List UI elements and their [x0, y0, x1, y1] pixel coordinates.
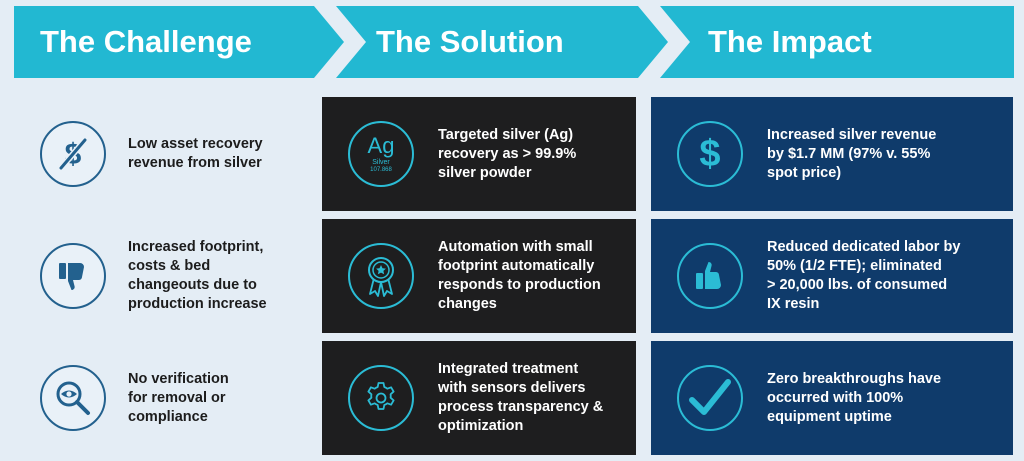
solution-header-label: The Solution [376, 24, 564, 59]
gear-icon [348, 365, 414, 431]
challenge-header: The Challenge [14, 6, 344, 78]
impact-header-label: The Impact [708, 24, 872, 59]
impact-text: Reduced dedicated labor by 50% (1/2 FTE)… [767, 239, 961, 312]
thumbs-down-icon [40, 243, 106, 309]
checkmark-icon [677, 365, 743, 431]
silver-element-icon: Ag Silver 107.868 [348, 121, 414, 187]
solution-box-automation: Automation with small footprint automati… [322, 219, 636, 333]
magnifier-eye-icon [40, 365, 106, 431]
challenge-text: Low asset recovery revenue from silver [128, 136, 263, 171]
challenge-header-label: The Challenge [40, 24, 252, 59]
solution-box-integrated: Integrated treatment with sensors delive… [322, 341, 636, 455]
award-ribbon-icon [348, 243, 414, 309]
challenge-item-revenue: $ Low asset recovery revenue from silver [40, 104, 310, 204]
impact-box-revenue: $ Increased silver revenue by $1.7 MM (9… [651, 97, 1013, 211]
impact-box-uptime: Zero breakthroughs have occurred with 10… [651, 341, 1013, 455]
challenge-text: Increased footprint, costs & bed changeo… [128, 239, 267, 312]
header-row: The Challenge The Solution The Impact [14, 6, 1014, 78]
solution-box-silver: Ag Silver 107.868 Targeted silver (Ag) r… [322, 97, 636, 211]
challenge-item-verification: No verification for removal or complianc… [40, 348, 310, 448]
impact-text: Zero breakthroughs have occurred with 10… [767, 370, 942, 425]
solution-header: The Solution [336, 6, 668, 78]
element-name: Silver [372, 159, 390, 166]
impact-header: The Impact [660, 6, 1014, 78]
impact-box-labor: Reduced dedicated labor by 50% (1/2 FTE)… [651, 219, 1013, 333]
thumbs-up-icon [677, 243, 743, 309]
element-symbol: Ag [367, 133, 395, 158]
challenge-item-footprint: Increased footprint, costs & bed changeo… [40, 226, 310, 326]
no-dollar-icon: $ [40, 121, 106, 187]
impact-text: Increased silver revenue by $1.7 MM (97%… [767, 126, 937, 181]
dollar-symbol: $ [699, 132, 721, 175]
solution-text: Targeted silver (Ag) recovery as > 99.9%… [438, 126, 577, 181]
dollar-icon: $ [677, 121, 743, 187]
solution-text: Automation with small footprint automati… [438, 239, 601, 312]
challenge-text: No verification for removal or complianc… [128, 370, 229, 425]
solution-text: Integrated treatment with sensors delive… [438, 361, 604, 434]
element-mass: 107.868 [370, 167, 392, 173]
